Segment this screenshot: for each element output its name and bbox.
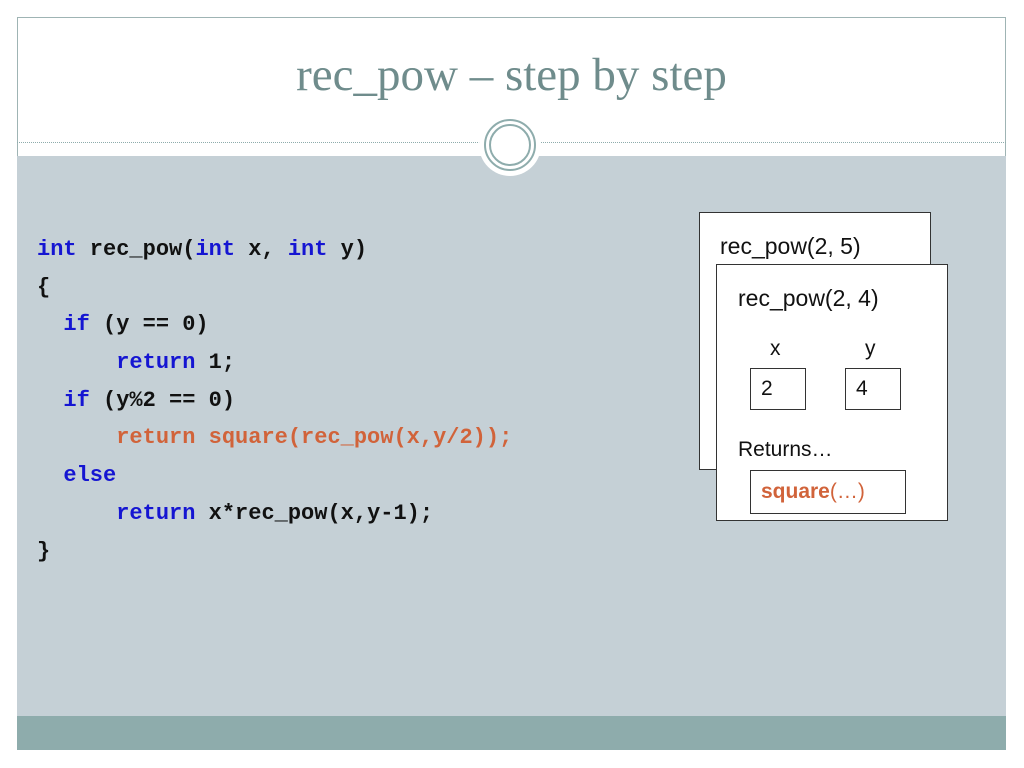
code-line: }	[37, 533, 512, 571]
code-keyword: return	[116, 500, 196, 526]
code-keyword: int	[287, 237, 328, 262]
code-keyword: else	[63, 463, 117, 489]
code-line: int rec_pow(int x, int y)	[37, 231, 512, 269]
code-line: return x*rec_pow(x,y-1);	[37, 495, 512, 533]
code-line: return square(rec_pow(x,y/2));	[37, 419, 512, 457]
code-token	[37, 501, 116, 526]
code-token: {	[37, 274, 51, 300]
code-token: 1;	[195, 350, 236, 376]
code-token: rec_pow(	[76, 237, 196, 262]
code-line: else	[37, 457, 512, 495]
returns-function: square	[761, 480, 830, 503]
code-token: (y == 0)	[89, 312, 209, 338]
var-x-value: 2	[750, 368, 806, 410]
code-keyword: int	[37, 237, 77, 262]
footer-band	[17, 716, 1006, 750]
code-token	[37, 463, 63, 488]
code-highlight: return square(rec_pow(x,y/2));	[116, 425, 513, 451]
code-token: }	[37, 538, 51, 564]
code-token	[37, 425, 116, 450]
inner-frame-label: rec_pow(2, 4)	[738, 285, 879, 311]
code-keyword: return	[116, 350, 196, 376]
returns-label: Returns…	[738, 438, 833, 461]
code-keyword: if	[63, 387, 90, 413]
code-keyword: if	[63, 312, 90, 338]
code-token: y)	[327, 237, 368, 262]
var-y-label: y	[865, 337, 876, 360]
code-line: if (y == 0)	[37, 306, 512, 344]
returns-value: square(…)	[750, 470, 906, 514]
code-keyword: int	[195, 237, 236, 262]
code-line: {	[37, 269, 512, 307]
ornament-ring-inner	[489, 124, 531, 166]
code-token: x,	[235, 237, 288, 262]
slide-title: rec_pow – step by step	[296, 49, 727, 101]
code-token: (y%2 == 0)	[89, 387, 236, 413]
code-block: int rec_pow(int x, int y){ if (y == 0) r…	[37, 231, 512, 570]
code-token	[37, 350, 116, 375]
code-token	[37, 312, 63, 337]
returns-args: (…)	[829, 480, 865, 503]
code-line: if (y%2 == 0)	[37, 382, 512, 420]
outer-frame-label: rec_pow(2, 5)	[720, 233, 861, 259]
var-y-value: 4	[845, 368, 901, 410]
code-token	[37, 388, 63, 413]
stack-frame-inner: rec_pow(2, 4) x y 2 4 Returns… square(…)	[716, 264, 948, 521]
code-line: return 1;	[37, 344, 512, 382]
code-token: x*rec_pow(x,y-1);	[195, 500, 434, 526]
var-x-label: x	[770, 337, 781, 360]
